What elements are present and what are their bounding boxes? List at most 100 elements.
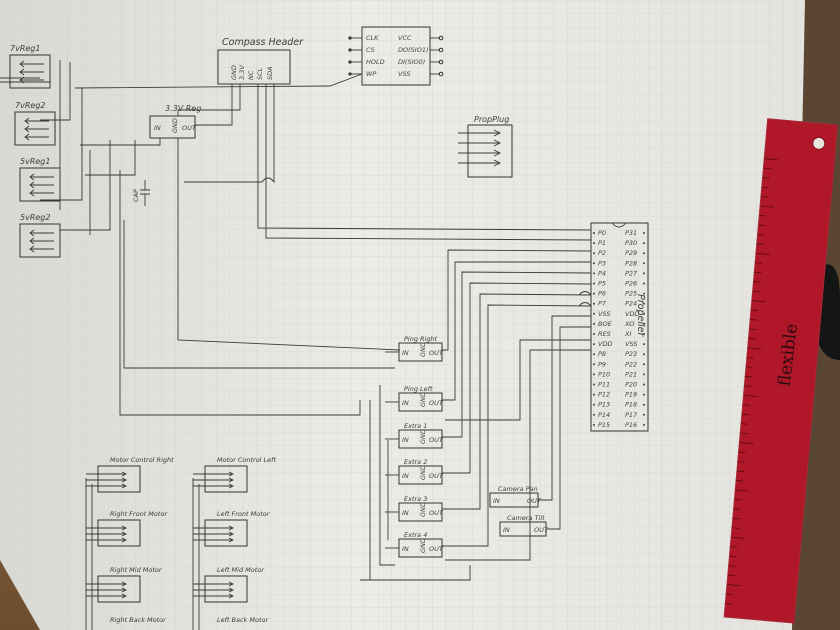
motor-left-label-1: Left Front Motor <box>217 510 271 518</box>
sensor-2-pin-gnd: GND <box>419 429 427 444</box>
propeller-left-pin-8: VSS <box>598 310 610 318</box>
sensor-0-pin-in: IN <box>402 349 409 357</box>
propeller-right-pin-9: XO <box>624 320 634 328</box>
propeller-left-pin-13: P9 <box>598 360 606 368</box>
propeller-left-pin-12: P8 <box>598 350 606 358</box>
propeller-right-pin-18: P17 <box>625 411 638 419</box>
sensor-2-pin-in: IN <box>402 436 409 444</box>
reg-33v-pin-out: OUT <box>182 124 197 132</box>
compass-pin-0: GND <box>230 65 238 80</box>
motor-left-box-2 <box>204 575 248 603</box>
propplug: PropPlug <box>458 115 513 178</box>
cap-label: CAP <box>132 189 140 202</box>
eeprom-left-pin-3: WP <box>366 70 376 78</box>
sensor-label-5: Extra 4 <box>404 531 427 539</box>
propeller-right-pin-6: P25 <box>625 290 637 298</box>
sensor-3-pin-out: OUT <box>429 472 444 480</box>
compass-pin-1: 3.3V <box>238 65 246 80</box>
eeprom-right-pin-0: VCC <box>398 34 412 42</box>
eeprom-left-pin-2: HOLD <box>366 58 385 66</box>
motor-left-box-1 <box>204 519 248 547</box>
reg-left-box-3 <box>19 223 61 258</box>
propeller-right-pin-16: P19 <box>625 391 637 399</box>
sensor-label-4: Extra 3 <box>404 495 427 503</box>
sensor-0-pin-out: OUT <box>429 349 444 357</box>
camera-tilt-pin-out: OUT <box>534 526 549 534</box>
sensor-3-pin-gnd: GND <box>419 465 427 480</box>
motor-right-label-0: Motor Control Right <box>110 456 174 464</box>
propeller-left-pin-1: P1 <box>598 239 606 247</box>
eeprom-left-pin-1: CS <box>366 46 375 54</box>
eeprom-right-pin-1: DO(SIO1) <box>398 46 429 54</box>
propeller-right-pin-15: P20 <box>625 381 637 389</box>
motor-right-label-1: Right Front Motor <box>110 510 168 518</box>
propeller-right-pin-1: P30 <box>625 239 637 247</box>
reg-33v: 3.3V Reg IN GND OUT <box>149 104 201 139</box>
sensor-5-pin-gnd: GND <box>419 538 427 553</box>
propeller-left-pin-5: P5 <box>598 280 606 288</box>
eeprom-right-pin-2: DI(SIO0) <box>398 58 425 66</box>
propeller-right-pin-17: P18 <box>625 401 637 409</box>
sensor-4-pin-gnd: GND <box>419 502 427 517</box>
eeprom-right-pin-3: VSS <box>398 70 410 78</box>
propeller-left-pin-10: RES <box>598 330 611 338</box>
propplug-label: PropPlug <box>474 115 509 124</box>
camera-tilt-label: Camera Tilt <box>507 514 545 522</box>
sensor-label-0: Ping Right <box>404 335 438 343</box>
motor-right-box-1 <box>97 519 141 547</box>
capacitor: CAP <box>132 180 150 206</box>
propeller-right-pin-11: VSS <box>625 340 637 348</box>
compass-pin-4: SDA <box>266 66 274 80</box>
compass-pin-3: SCL <box>256 67 264 80</box>
propeller-left-pin-16: P12 <box>598 391 610 399</box>
sensor-5-pin-out: OUT <box>429 545 444 553</box>
propeller-left-pin-11: VDD <box>598 340 612 348</box>
motor-left-label-2: Left Mid Motor <box>217 566 265 574</box>
sensor-0-pin-gnd: GND <box>419 342 427 357</box>
reg-left-box-1 <box>14 111 56 146</box>
motor-left-box-0 <box>204 465 248 493</box>
propeller-left-pin-19: P15 <box>598 421 610 429</box>
eeprom-left-pin-0: CLK <box>366 34 379 42</box>
propeller-right-pin-10: XI <box>624 330 631 338</box>
propeller-left-pin-9: BOE <box>598 320 613 328</box>
propeller-left-pin-0: P0 <box>598 229 606 237</box>
propeller-right-pin-13: P22 <box>625 360 637 368</box>
propeller-right-pin-0: P31 <box>625 229 637 237</box>
sensor-1-pin-gnd: GND <box>419 392 427 407</box>
camera-pan-pin-in: IN <box>493 497 500 505</box>
propeller-right-pin-19: P16 <box>625 421 637 429</box>
propeller-right-pin-7: P24 <box>625 300 637 308</box>
ruler: flexible <box>723 118 839 624</box>
propeller-left-pin-4: P4 <box>598 269 606 277</box>
compass-header-title: Compass Header <box>222 37 304 48</box>
reg-left-label-3: 5vReg2 <box>20 213 50 222</box>
reg-33v-pin-gnd: GND <box>171 118 179 133</box>
reg-left-label-1: 7vReg2 <box>15 101 45 110</box>
reg-33v-label: 3.3V Reg <box>165 104 201 113</box>
motor-left-label-3: Left Back Motor <box>217 616 269 624</box>
sensor-label-1: Ping Left <box>404 385 433 393</box>
sensor-label-3: Extra 2 <box>404 458 427 466</box>
motor-right-label-3: Right Back Motor <box>110 616 167 624</box>
wiring <box>40 60 592 581</box>
propeller-left-pin-17: P13 <box>598 401 610 409</box>
sensor-3-pin-in: IN <box>402 472 409 480</box>
propeller-right-pin-8: VDD <box>625 310 639 318</box>
propeller-right-pin-2: P29 <box>625 249 637 257</box>
propeller-left-pin-2: P2 <box>598 249 606 257</box>
sensor-1-pin-in: IN <box>402 399 409 407</box>
sensor-2-pin-out: OUT <box>429 436 444 444</box>
motor-right-box-2 <box>97 575 141 603</box>
propeller-left-pin-15: P11 <box>598 381 610 389</box>
compass-pin-2: NC <box>247 70 255 80</box>
camera-pan-label: Camera Pan <box>498 485 538 493</box>
sensor-4-pin-out: OUT <box>429 509 444 517</box>
propeller-title: Propeller <box>635 294 646 337</box>
propeller-left-pin-7: P7 <box>598 300 607 308</box>
propeller-right-pin-3: P28 <box>625 259 637 267</box>
reg-left-label-0: 7vReg1 <box>10 44 40 53</box>
